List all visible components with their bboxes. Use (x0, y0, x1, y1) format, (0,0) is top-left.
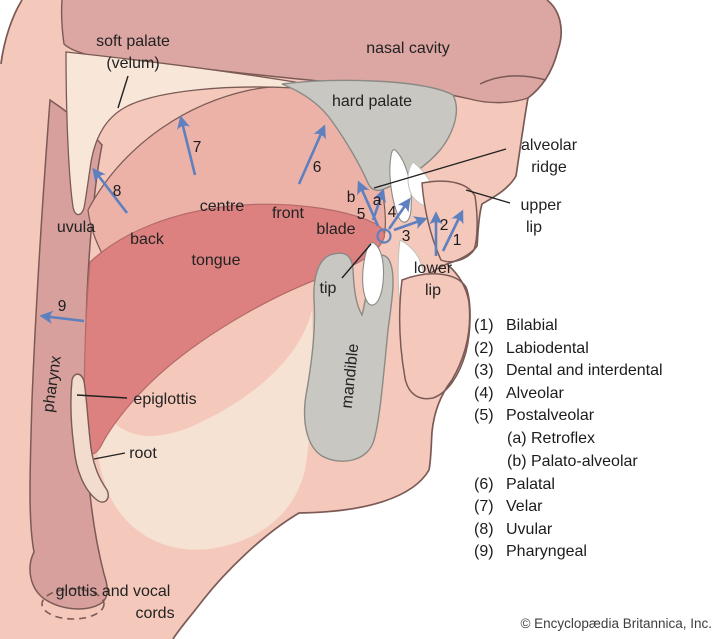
pointer-epiglottis (76, 394, 128, 399)
marker-6: 6 (313, 159, 322, 176)
arrow-9 (39, 310, 85, 324)
arrow-1 (441, 209, 464, 252)
marker-a: a (373, 192, 382, 209)
label-soft-palate: soft palate (96, 33, 170, 50)
legend-item-num: (8) (474, 521, 494, 538)
velum-gap-region (65, 51, 300, 216)
label-blade: blade (316, 221, 355, 238)
legend-item-num: (4) (474, 385, 494, 402)
arrow-7 (177, 115, 197, 176)
arrow-5a (371, 188, 386, 221)
legend-item-label: Palatal (506, 476, 555, 493)
arrow-3 (393, 216, 428, 232)
label-hard-palate: hard palate (332, 93, 412, 110)
legend-item-label: Alveolar (506, 385, 564, 402)
legend-item-label: Pharyngeal (506, 543, 587, 560)
legend: (1) Bilabial (2) Labiodental (3) Dental … (474, 317, 663, 560)
label-lower-lip: lower (414, 260, 453, 277)
label-soft-palate-2: (velum) (106, 55, 159, 72)
arrow-5b (357, 180, 380, 227)
legend-item-num: (2) (474, 340, 494, 357)
mouth-floor-region (88, 280, 313, 550)
legend-subitem-label: Palato-alveolar (531, 453, 638, 470)
legend-subitem-label: Retroflex (531, 430, 595, 447)
legend-item-num: (9) (474, 543, 494, 560)
legend-item-num: (7) (474, 498, 494, 515)
legend-item-label: Bilabial (506, 317, 558, 334)
mouth-corner-line (429, 263, 448, 275)
legend-item-num: (1) (474, 317, 494, 334)
head-outline (172, 0, 562, 639)
label-alveolar-ridge: alveolar (521, 137, 578, 154)
arrow-8 (92, 167, 129, 214)
label-epiglottis: epiglottis (133, 391, 196, 408)
marker-2: 2 (440, 217, 449, 234)
credit-line: © Encyclopædia Britannica, Inc. (520, 616, 712, 631)
label-centre: centre (200, 198, 245, 215)
epiglottis-shape (70, 373, 109, 503)
label-back: back (130, 231, 165, 248)
marker-4: 4 (388, 204, 397, 221)
marker-3: 3 (402, 228, 411, 245)
marker-7: 7 (193, 139, 202, 156)
label-glottis-2: cords (135, 605, 174, 622)
label-alveolar-ridge-2: ridge (531, 159, 567, 176)
label-root: root (129, 445, 157, 462)
legend-item-label: Velar (506, 498, 543, 515)
marker-8: 8 (113, 183, 122, 200)
legend-item-label: Dental and interdental (506, 362, 663, 379)
label-glottis: glottis and vocal (56, 583, 171, 600)
pointer-root (93, 452, 126, 460)
pointer-tip (341, 243, 372, 279)
arrow-6 (297, 124, 326, 185)
marker-b: b (347, 189, 356, 206)
label-mandible: mandible (339, 343, 363, 409)
glottis-opening (41, 588, 105, 620)
label-upper-lip-2: lip (526, 219, 542, 236)
legend-item-num: (5) (474, 407, 494, 424)
marker-5: 5 (357, 206, 366, 223)
head-back-outline (0, 0, 23, 65)
lower-tooth (362, 242, 385, 306)
label-uvula: uvula (57, 219, 95, 236)
label-tongue: tongue (192, 252, 241, 269)
marker-9: 9 (58, 298, 67, 315)
nostril-line (479, 75, 547, 85)
legend-item-label: Postalveolar (506, 407, 595, 424)
legend-item-num: (6) (474, 476, 494, 493)
nasal-region (61, 0, 562, 103)
legend-item-label: Uvular (506, 521, 553, 538)
label-nasal-cavity: nasal cavity (366, 40, 450, 57)
label-upper-lip: upper (521, 197, 563, 214)
legend-item-num: (3) (474, 362, 494, 379)
legend-subitem-num: (a) (507, 430, 527, 447)
label-lower-lip-2: lip (425, 282, 441, 299)
pointer-upper-lip (465, 189, 511, 204)
legend-subitem-num: (b) (507, 453, 527, 470)
label-tip: tip (320, 280, 337, 297)
label-front: front (272, 205, 305, 222)
pointer-soft-palate (117, 75, 129, 109)
pointer-alveolar-ridge (373, 148, 507, 189)
legend-item-label: Labiodental (506, 340, 589, 357)
marker-1: 1 (453, 232, 462, 249)
arrow-4 (387, 197, 411, 230)
tongue-tip-circle (376, 228, 392, 244)
